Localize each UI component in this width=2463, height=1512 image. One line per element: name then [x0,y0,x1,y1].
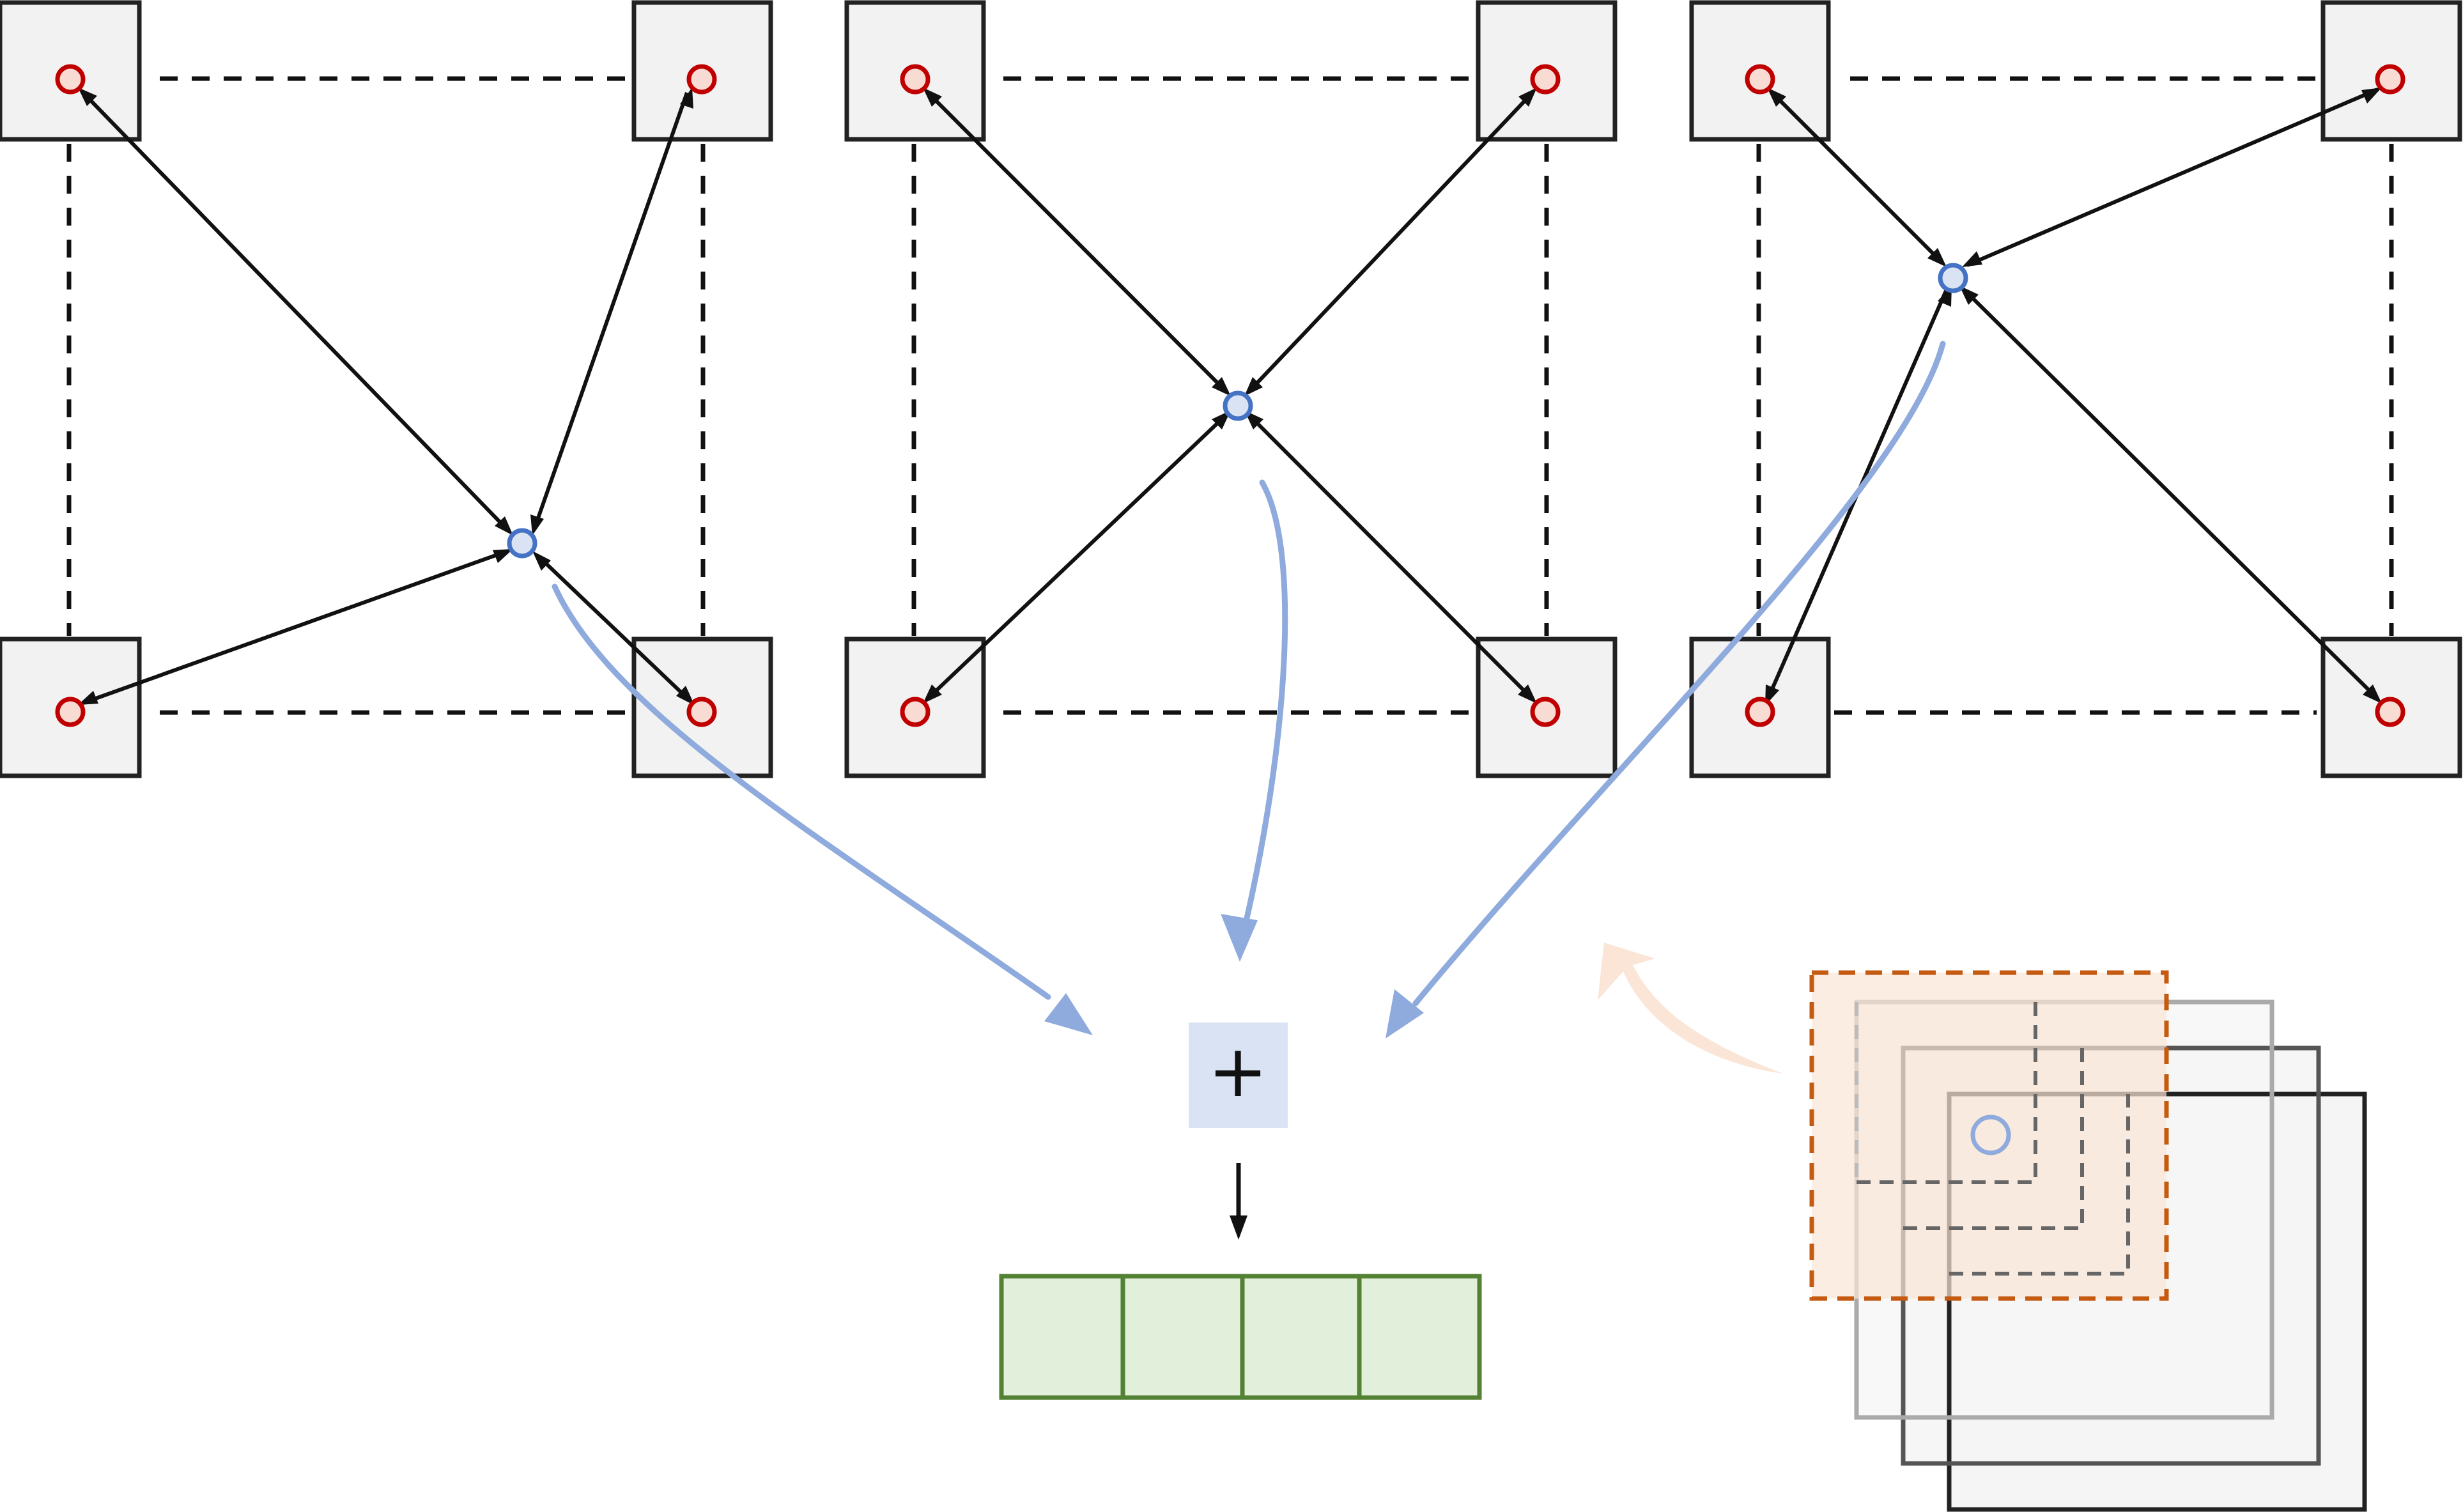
corner-point [1530,64,1561,95]
interp-panel-2 [844,0,1618,778]
feature-map-stack [1809,970,2367,1512]
neighbor-arrows [926,91,1534,700]
output-arrow [1230,1163,1247,1240]
flow-arrow-heads [1044,914,1424,1038]
query-point [1938,263,1968,293]
grid-dashed-edges [66,76,706,715]
interp-panel-1 [0,0,773,778]
flow-arrow-1 [552,583,1051,1000]
grid-dashed-edges [911,76,1549,715]
neighbor-arrows [1766,88,2379,700]
corner-point [2375,64,2405,95]
output-cell [1240,1274,1362,1400]
arrow-heads [923,88,1537,704]
neighbor-arrows [81,91,691,705]
sum-node: + [1189,1022,1288,1128]
query-point [1223,390,1253,421]
corner-point [2375,697,2405,727]
corner-point [686,64,717,95]
corner-point [900,697,930,727]
corner-point [55,697,86,727]
sample-point [1970,1115,2011,1155]
highlighted-region [1809,970,2169,1301]
output-feature-vector [999,1274,1482,1400]
corner-point [686,697,717,727]
output-cell [999,1274,1125,1400]
region-dashed-lines [1855,1002,2130,1276]
stack-to-sum-arrow [1598,943,1783,1074]
corner-point [900,64,930,95]
corner-point [1745,64,1775,95]
query-point [507,528,537,559]
grid-dashed-edges [1756,76,2394,715]
output-cell [1357,1274,1482,1400]
corner-point [1530,697,1561,727]
interp-panel-3 [1689,0,2462,778]
sum-box [1189,1022,1288,1128]
flow-arrow-2 [1242,479,1288,930]
grid-cell-top-right [631,0,773,142]
output-cell [1120,1274,1245,1400]
flow-arrow-3 [1412,341,1946,1007]
flow-arrows [552,341,1946,1007]
corner-point [55,64,86,95]
arrow-heads [78,88,695,706]
corner-point [1745,697,1775,727]
sum-symbol: + [1208,1030,1268,1113]
